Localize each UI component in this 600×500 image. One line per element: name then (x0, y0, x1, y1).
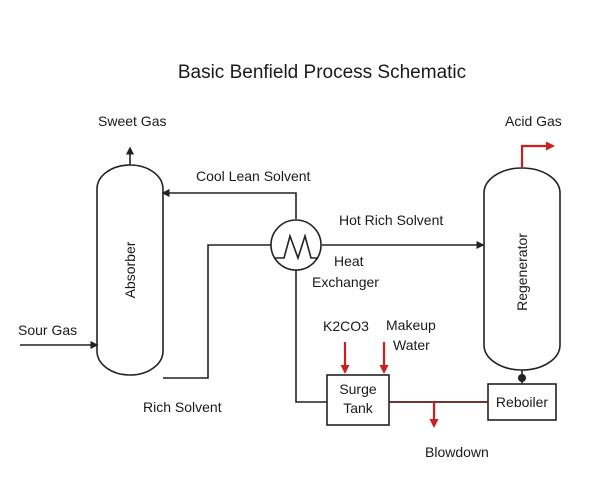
sweet-gas-label: Sweet Gas (98, 113, 166, 129)
surge-tank-label-line1: Surge (339, 381, 377, 397)
acid-gas-line (520, 141, 555, 168)
regenerator-reboiler-node (518, 374, 526, 382)
absorber-label: Absorber (122, 241, 138, 298)
surge-tank-label-line2: Tank (343, 400, 374, 416)
heat-exchanger (270, 219, 322, 271)
makeup-label-line2: Water (393, 337, 430, 353)
k2co3-label: K2CO3 (323, 318, 369, 334)
cool-lean-solvent-label: Cool Lean Solvent (196, 168, 311, 184)
diagram-title: Basic Benfield Process Schematic (178, 62, 466, 83)
acid-gas-label: Acid Gas (505, 113, 562, 129)
reboiler-label: Reboiler (496, 394, 548, 410)
hot-rich-solvent-label: Hot Rich Solvent (339, 212, 443, 228)
heat-exchanger-label-line2: Exchanger (312, 274, 379, 290)
lean-solvent-return-line (295, 270, 327, 403)
regenerator-label: Regenerator (514, 233, 530, 311)
blowdown-label: Blowdown (425, 444, 489, 460)
heat-exchanger-label-line1: Heat (334, 253, 364, 269)
surge-tank-box (326, 374, 390, 426)
sour-gas-label: Sour Gas (18, 322, 77, 338)
rich-solvent-label: Rich Solvent (143, 399, 222, 415)
cool-lean-solvent-line (161, 189, 297, 219)
reboiler-box (487, 383, 557, 421)
makeup-label-line1: Makeup (386, 317, 436, 333)
rich-solvent-line (163, 244, 271, 379)
heat-exchanger-coil (274, 233, 318, 261)
